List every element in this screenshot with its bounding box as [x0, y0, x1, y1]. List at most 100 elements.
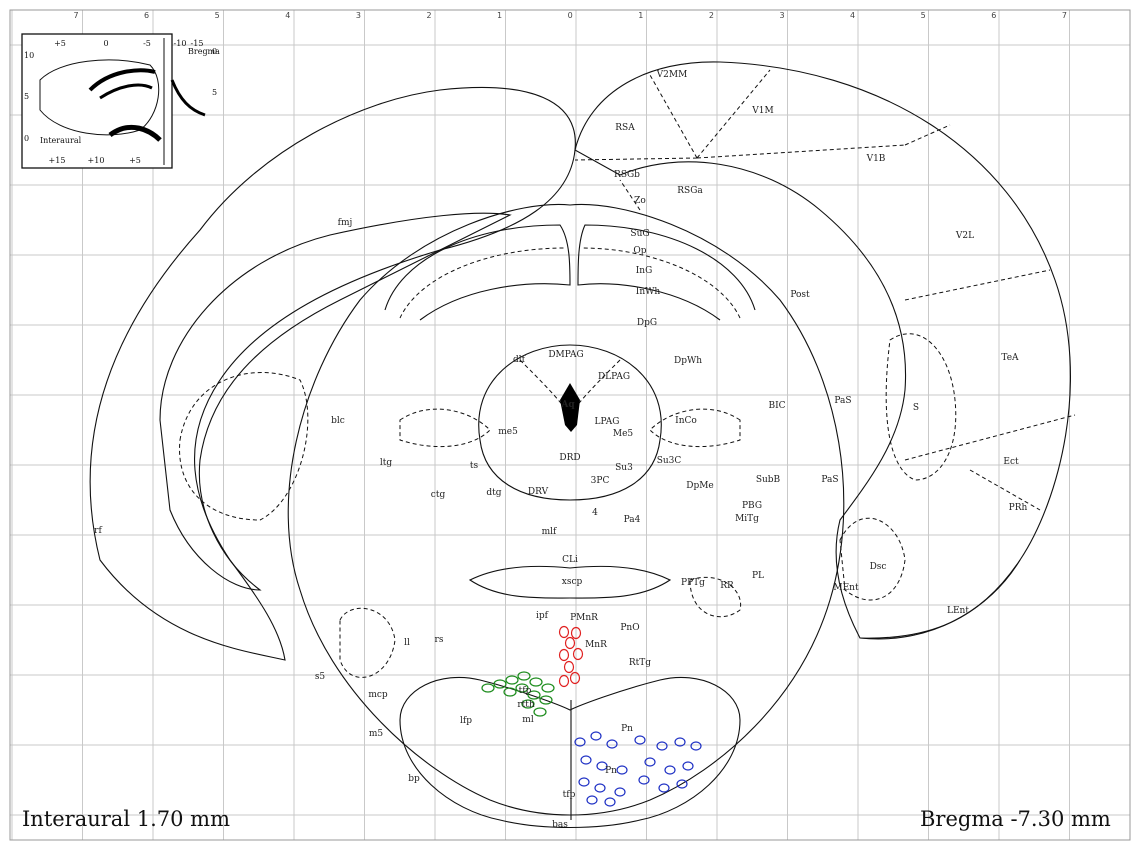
inset-tick-label: +15 — [49, 156, 66, 165]
region-label-ml: ml — [522, 715, 534, 725]
cell-marker — [657, 742, 667, 750]
region-label-me5: Me5 — [613, 429, 634, 439]
ruler-tick-label: 4 — [285, 11, 290, 20]
region-label-ect: Ect — [1003, 457, 1019, 467]
region-label-dtg: dtg — [486, 488, 501, 498]
inset-tick-label: +10 — [88, 156, 105, 165]
region-label-v1m: V1M — [751, 106, 773, 116]
region-label-dlpag: DLPAG — [598, 372, 630, 382]
region-label-su3: Su3 — [615, 463, 633, 473]
region-label-pbg: PBG — [742, 501, 762, 511]
ruler-tick-label: 7 — [1062, 11, 1067, 20]
region-label-tfp: tfp — [519, 686, 532, 696]
region-label-mnr: MnR — [585, 640, 607, 650]
ruler-tick-label: 1 — [497, 11, 502, 20]
inset-tick-label: 5 — [212, 88, 217, 97]
region-label-sug: SuG — [630, 229, 649, 239]
region-label-cli: CLi — [562, 555, 578, 565]
region-label-m5: m5 — [369, 729, 384, 739]
cell-marker — [542, 684, 554, 692]
region-label-bic: BIC — [768, 401, 785, 411]
cell-marker — [691, 742, 701, 750]
cell-marker — [659, 784, 669, 792]
inset-tick-label: +5 — [54, 39, 66, 48]
region-label-dlf: dlf — [513, 355, 526, 365]
region-label-lent: LEnt — [947, 606, 969, 616]
region-label-lpag: LPAG — [595, 417, 620, 427]
region-label-drv: DRV — [528, 487, 549, 497]
region-label-3pc: 3PC — [591, 476, 610, 486]
ruler-tick-label: 7 — [73, 11, 78, 20]
cell-marker — [506, 676, 518, 684]
ruler-tick-label: 0 — [568, 11, 573, 20]
cell-marker — [605, 798, 615, 806]
region-label-me5: me5 — [498, 427, 518, 437]
region-label-dmpag: DMPAG — [548, 350, 583, 360]
region-label-pn-low: Pn — [605, 766, 617, 776]
inset-tick-label: -5 — [143, 39, 151, 48]
region-label-4: 4 — [592, 508, 598, 518]
cell-marker — [560, 650, 569, 661]
ruler-tick-label: 4 — [850, 11, 855, 20]
blue-cell-cluster — [575, 732, 701, 806]
interaural-caption: Interaural 1.70 mm — [22, 807, 230, 831]
region-label-aq: Aq — [560, 400, 575, 410]
ruler-tick-label: 5 — [921, 11, 926, 20]
region-label-su3c: Su3C — [657, 456, 682, 466]
region-label-pmnr: PMnR — [570, 613, 598, 623]
cell-marker — [639, 776, 649, 784]
region-label-inwh: InWh — [636, 287, 661, 297]
region-label-v2mm: V2MM — [656, 70, 688, 80]
inset-tick-label: 5 — [24, 92, 29, 101]
cell-marker — [587, 796, 597, 804]
ruler-tick-label: 3 — [779, 11, 784, 20]
cell-marker — [518, 672, 530, 680]
ruler-tick-label: 5 — [215, 11, 220, 20]
region-label-rsga: RSGa — [677, 186, 703, 196]
cell-marker — [566, 638, 575, 649]
region-label-rsa: RSA — [615, 123, 635, 133]
region-label-tea: TeA — [1001, 353, 1019, 363]
region-label-pl: PL — [752, 571, 764, 581]
inset-tick-label: 10 — [24, 51, 34, 60]
region-label-drd: DRD — [559, 453, 580, 463]
region-label-bas: bas — [552, 820, 568, 830]
region-label-pas-top: PaS — [834, 396, 851, 406]
region-label-v1b: V1B — [866, 154, 886, 164]
cell-marker — [683, 762, 693, 770]
region-label-ltg: ltg — [380, 458, 392, 468]
region-label-blc: blc — [331, 416, 345, 426]
ruler-tick-label: 3 — [356, 11, 361, 20]
ruler-tick-label: 6 — [991, 11, 996, 20]
cell-marker — [665, 766, 675, 774]
region-label-post: Post — [790, 290, 810, 300]
region-label-dsc: Dsc — [870, 562, 887, 572]
region-label-pas-low: PaS — [821, 475, 838, 485]
cell-marker — [607, 740, 617, 748]
region-label-dpg: DpG — [637, 318, 657, 328]
red-cell-cluster — [560, 627, 583, 687]
region-label-tfp-low: tfp — [563, 790, 576, 800]
cell-marker — [560, 676, 569, 687]
region-label-rf: rf — [94, 526, 102, 536]
inset-tick-label: -10 — [174, 39, 187, 48]
region-label-bp: bp — [408, 774, 420, 784]
cell-marker — [595, 784, 605, 792]
region-label-rtth: rtth — [517, 700, 535, 710]
ruler-tick-label: 1 — [638, 11, 643, 20]
inset-tick-label: 0 — [24, 134, 29, 143]
cell-marker — [581, 756, 591, 764]
region-label-ment: MEnt — [833, 583, 859, 593]
region-label-ts: ts — [470, 461, 479, 471]
region-label-zo: Zo — [634, 196, 646, 206]
region-label-fmj: fmj — [338, 218, 353, 228]
region-label-pn-up: Pn — [621, 724, 633, 734]
region-label-ipf: ipf — [536, 611, 549, 621]
ruler-tick-label: 2 — [426, 11, 431, 20]
top-ruler: 765432101234567 — [73, 11, 1066, 20]
ruler-tick-label: 2 — [709, 11, 714, 20]
region-label-rs: rs — [435, 635, 444, 645]
region-label-xscp: xscp — [562, 577, 583, 587]
cell-marker — [591, 732, 601, 740]
